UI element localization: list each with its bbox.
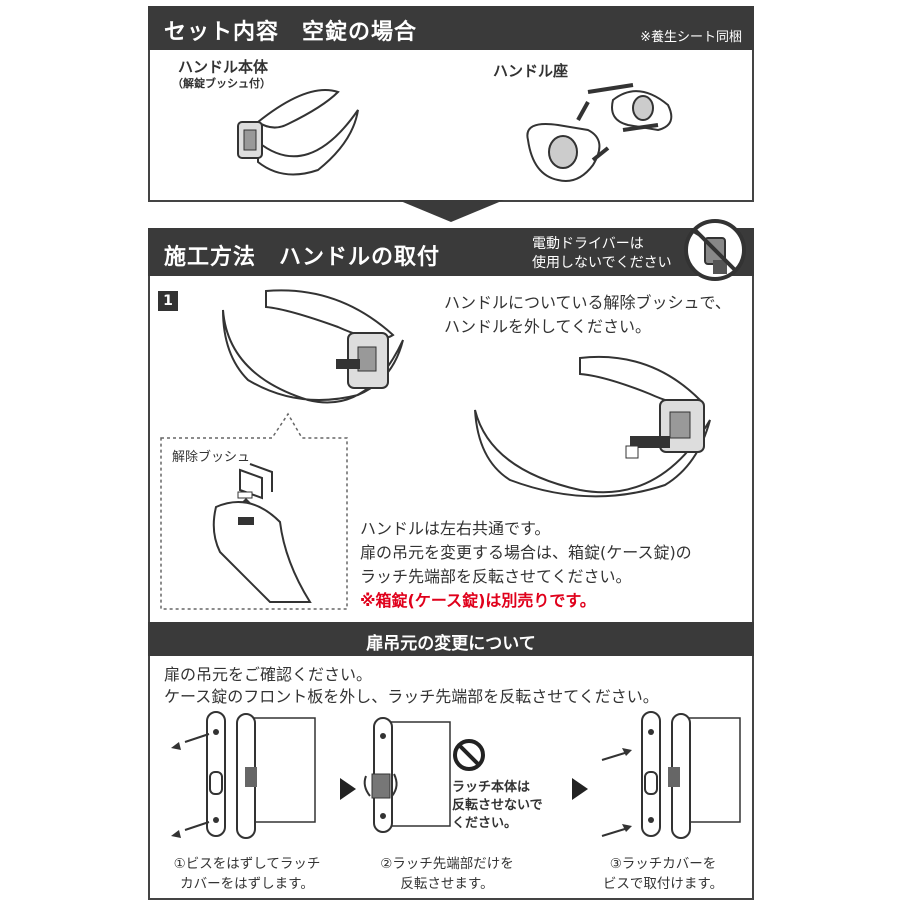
step-1-caption-line-2: カバーをはずします。 xyxy=(180,876,314,892)
set-contents-header: セット内容 空錠の場合 ※養生シート同梱 xyxy=(148,6,754,50)
handle-body-label: ハンドル本体 xyxy=(178,58,269,76)
hinge-intro-line-1: 扉の吊元をご確認ください。 xyxy=(164,665,373,684)
step-1-caption-line-1: ①ビスをはずしてラッチ xyxy=(173,856,321,872)
prohibition-icon xyxy=(453,739,485,771)
hinge-change-title: 扉吊元の変更について xyxy=(366,634,536,654)
note-sold-separately: ※箱錠(ケース錠)は別売りです。 xyxy=(360,591,596,610)
step-3-caption: ③ラッチカバーを ビスで取付けます。 xyxy=(578,854,748,894)
handle-seat-illustration xyxy=(526,83,673,182)
note-line-1: ハンドルは左右共通です。 xyxy=(360,519,551,538)
instruction-line-1: ハンドルについている解除ブッシュで、 xyxy=(444,293,731,312)
no-flip-line-1: ラッチ本体は xyxy=(452,780,531,795)
install-title: 施工方法 ハンドルの取付 xyxy=(164,245,441,270)
handle-with-bushing-illustration xyxy=(222,289,404,404)
step-2-caption-line-2: 反転させます。 xyxy=(400,876,494,892)
note-line-2: 扉の吊元を変更する場合は、箱錠(ケース錠)の xyxy=(360,543,692,562)
note-line-3: ラッチ先端部を反転させてください。 xyxy=(360,567,632,586)
step-number-badge: 1 xyxy=(158,291,178,311)
step-arrow-2 xyxy=(572,778,588,800)
step-3-caption-line-1: ③ラッチカバーを xyxy=(609,856,717,872)
handle-body-sublabel: （解錠ブッシュ付） xyxy=(172,77,271,90)
handle-seat-label: ハンドル座 xyxy=(493,62,569,80)
step-arrow-1 xyxy=(340,778,356,800)
hinge-change-header: 扉吊元の変更について xyxy=(148,622,754,656)
no-flip-line-3: ください。 xyxy=(452,816,518,831)
install-header: 施工方法 ハンドルの取付 電動ドライバーは 使用しないでください xyxy=(148,228,754,276)
step-1-caption: ①ビスをはずしてラッチ カバーをはずします。 xyxy=(162,854,332,894)
no-flip-line-2: 反転させないで xyxy=(452,798,543,813)
protection-sheet-note: ※養生シート同梱 xyxy=(640,30,742,45)
lock-step-3-illustration xyxy=(601,711,741,839)
instruction-line-2: ハンドルを外してください。 xyxy=(444,317,652,336)
step-2-caption-line-1: ②ラッチ先端部だけを xyxy=(380,856,514,872)
electric-driver-warning-line1: 電動ドライバーは xyxy=(532,236,644,252)
callout-dashed-box xyxy=(160,412,348,610)
set-contents-title: セット内容 空錠の場合 xyxy=(164,20,418,45)
release-bushing-illustration xyxy=(212,463,312,603)
release-bushing-label: 解除ブッシュ xyxy=(172,450,251,465)
section-arrow xyxy=(398,200,504,222)
step-2-caption: ②ラッチ先端部だけを 反転させます。 xyxy=(362,854,532,894)
handle-body-illustration xyxy=(237,89,359,176)
lock-step-1-illustration xyxy=(171,711,316,839)
step-3-caption-line-2: ビスで取付けます。 xyxy=(602,876,724,892)
hinge-intro-line-2: ケース錠のフロント板を外し、ラッチ先端部を反転させてください。 xyxy=(164,687,659,706)
handle-removed-illustration xyxy=(474,355,711,498)
lock-step-2-illustration xyxy=(363,717,451,833)
no-electric-driver-icon xyxy=(684,219,746,281)
electric-driver-warning-line2: 使用しないでください xyxy=(532,255,672,271)
